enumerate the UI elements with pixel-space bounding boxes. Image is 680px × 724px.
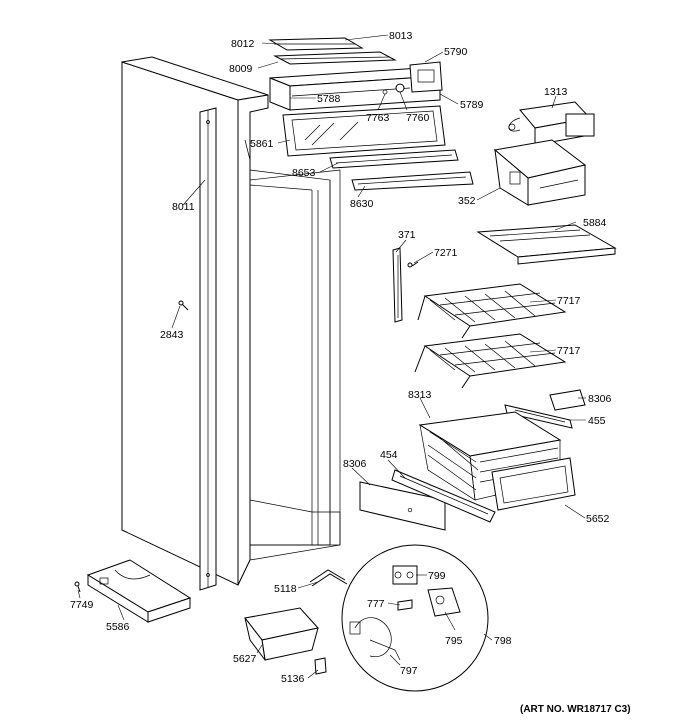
part-label-7763: 7763 <box>366 112 390 124</box>
part-label-8012: 8012 <box>231 38 255 50</box>
part-label-455: 455 <box>588 415 606 427</box>
screw-icon <box>407 261 419 268</box>
part-label-5789: 5789 <box>460 99 484 111</box>
part-label-2843: 2843 <box>160 329 184 341</box>
part-label-8306-right: 8306 <box>588 393 612 405</box>
part-label-8313: 8313 <box>408 389 432 401</box>
control-housing <box>269 61 443 111</box>
wire-shelf-upper <box>417 283 567 339</box>
part-label-1313: 1313 <box>544 86 568 98</box>
drain-pan <box>244 607 319 661</box>
top-shelf <box>476 224 617 265</box>
part-label-8011: 8011 <box>172 201 195 213</box>
part-label-7760: 7760 <box>406 112 430 124</box>
wire-shelf-lower <box>414 333 567 389</box>
ice-maker <box>508 101 595 146</box>
screw-icon <box>178 300 189 311</box>
part-label-8013: 8013 <box>389 30 413 42</box>
basket-rail-right <box>504 389 586 429</box>
part-label-352: 352 <box>458 195 476 207</box>
ice-bin <box>493 139 587 206</box>
display-glass-panel <box>282 105 446 157</box>
wire-clip <box>309 569 348 587</box>
part-label-5118: 5118 <box>274 583 297 595</box>
part-label-8306-left: 8306 <box>343 458 367 470</box>
shelf-support-bracket <box>392 247 403 323</box>
part-label-777: 777 <box>367 598 385 610</box>
top-trim-strips <box>268 37 397 65</box>
screw-icon <box>74 581 81 593</box>
part-label-7717-upper: 7717 <box>557 295 581 307</box>
part-label-5861: 5861 <box>250 138 274 150</box>
leader-lines <box>77 34 586 679</box>
basket-front-panel <box>491 457 576 511</box>
cabinet-trim-strip <box>199 107 217 591</box>
art-number: (ART NO. WR18717 C3) <box>520 704 631 715</box>
part-label-8009: 8009 <box>229 63 253 75</box>
part-label-454: 454 <box>380 449 398 461</box>
part-label-371: 371 <box>398 229 416 241</box>
part-label-799: 799 <box>428 570 446 582</box>
part-label-5884: 5884 <box>583 217 607 229</box>
basket-rail-left <box>359 469 496 531</box>
part-label-5136: 5136 <box>281 673 305 685</box>
bottom-cover <box>86 559 192 623</box>
part-label-7271: 7271 <box>434 247 458 259</box>
part-label-797: 797 <box>400 665 418 677</box>
part-label-5586: 5586 <box>106 621 130 633</box>
part-label-5790: 5790 <box>444 46 468 58</box>
part-label-5627: 5627 <box>233 653 257 665</box>
mounting-bracket <box>314 657 327 675</box>
part-label-8653: 8653 <box>292 167 316 179</box>
part-label-7749: 7749 <box>70 599 94 611</box>
part-label-795: 795 <box>445 635 463 647</box>
part-label-5788: 5788 <box>317 93 341 105</box>
part-label-5652: 5652 <box>586 513 610 525</box>
part-label-798: 798 <box>494 635 512 647</box>
upper-shelf-rails <box>329 149 474 191</box>
water-valve-assembly <box>341 544 489 692</box>
part-labels: 8012 8013 5790 8009 5788 5789 7763 7760 … <box>70 30 612 685</box>
part-label-7717-lower: 7717 <box>557 345 581 357</box>
part-label-8630: 8630 <box>350 198 374 210</box>
